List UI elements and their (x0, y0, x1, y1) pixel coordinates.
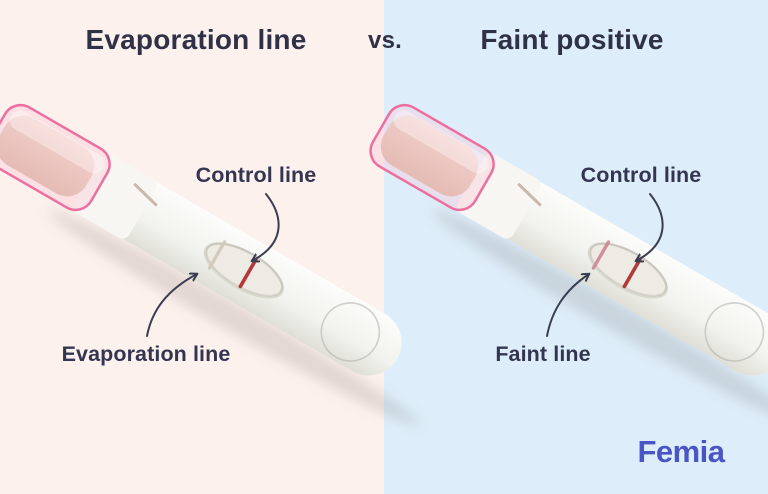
test-left-group (0, 99, 460, 438)
test-right-group (351, 99, 768, 438)
faint-line-arrow (546, 274, 589, 337)
control-line-mark-right (622, 257, 642, 289)
control-line-mark-left (238, 257, 258, 289)
faint-line-mark (591, 240, 611, 270)
control-line-arrow-right (636, 193, 664, 261)
title-left: Evaporation line (85, 24, 307, 55)
faint-line-label: Faint line (495, 342, 591, 366)
evaporation-line-label: Evaporation line (61, 342, 231, 366)
brand-logo: Femia (637, 434, 725, 469)
evaporation-line-mark (207, 240, 227, 270)
control-line-label-right: Control line (580, 163, 702, 187)
title-right: Faint positive (480, 24, 664, 55)
control-line-label-left: Control line (195, 163, 317, 187)
title-vs: vs. (368, 27, 402, 54)
control-line-arrow-left (252, 193, 280, 261)
evaporation-line-arrow (146, 274, 197, 337)
